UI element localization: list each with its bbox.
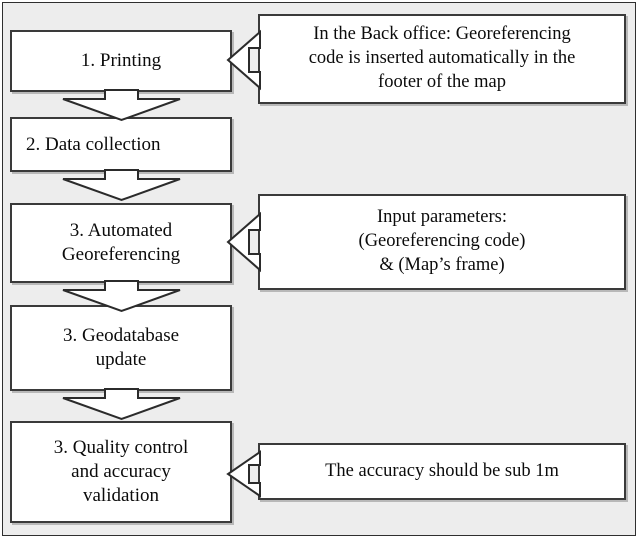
process-box-geodatabase-update-label: 3. Geodatabase update: [62, 325, 180, 370]
flow-arrow-down-printing-to-collection: [62, 89, 181, 122]
note-box-back-office-label: In the Back office: Georeferencing code …: [308, 24, 576, 92]
process-box-geodatabase-update[interactable]: 3. Geodatabase update: [10, 305, 232, 391]
note-box-back-office[interactable]: In the Back office: Georeferencing code …: [258, 14, 626, 104]
flow-arrow-down-georeferencing-to-geodatabase: [62, 280, 181, 313]
note-box-input-parameters[interactable]: Input parameters: (Georeferencing code) …: [258, 194, 626, 290]
process-box-automated-georeferencing-label: 3. Automated Georeferencing: [61, 220, 181, 265]
process-box-data-collection[interactable]: 2. Data collection: [10, 117, 232, 172]
flow-arrow-down-collection-to-georeferencing: [62, 169, 181, 202]
note-box-input-parameters-label: Input parameters: (Georeferencing code) …: [358, 207, 526, 275]
process-box-quality-control-label: 3. Quality control and accuracy validati…: [53, 437, 189, 506]
process-box-data-collection-label: 2. Data collection: [26, 133, 161, 155]
note-arrow-left-back-office-to-printing: [226, 29, 261, 91]
flow-arrow-down-geodatabase-to-quality: [62, 388, 181, 421]
process-box-printing[interactable]: 1. Printing: [10, 30, 232, 92]
process-box-printing-label: 1. Printing: [80, 50, 162, 72]
note-box-accuracy[interactable]: The accuracy should be sub 1m: [258, 443, 626, 500]
note-arrow-left-input-parameters-to-georeferencing: [226, 211, 261, 273]
process-box-quality-control[interactable]: 3. Quality control and accuracy validati…: [10, 421, 232, 523]
note-box-accuracy-label: The accuracy should be sub 1m: [325, 460, 559, 481]
note-arrow-left-accuracy-to-quality: [226, 450, 261, 498]
process-box-automated-georeferencing[interactable]: 3. Automated Georeferencing: [10, 203, 232, 283]
